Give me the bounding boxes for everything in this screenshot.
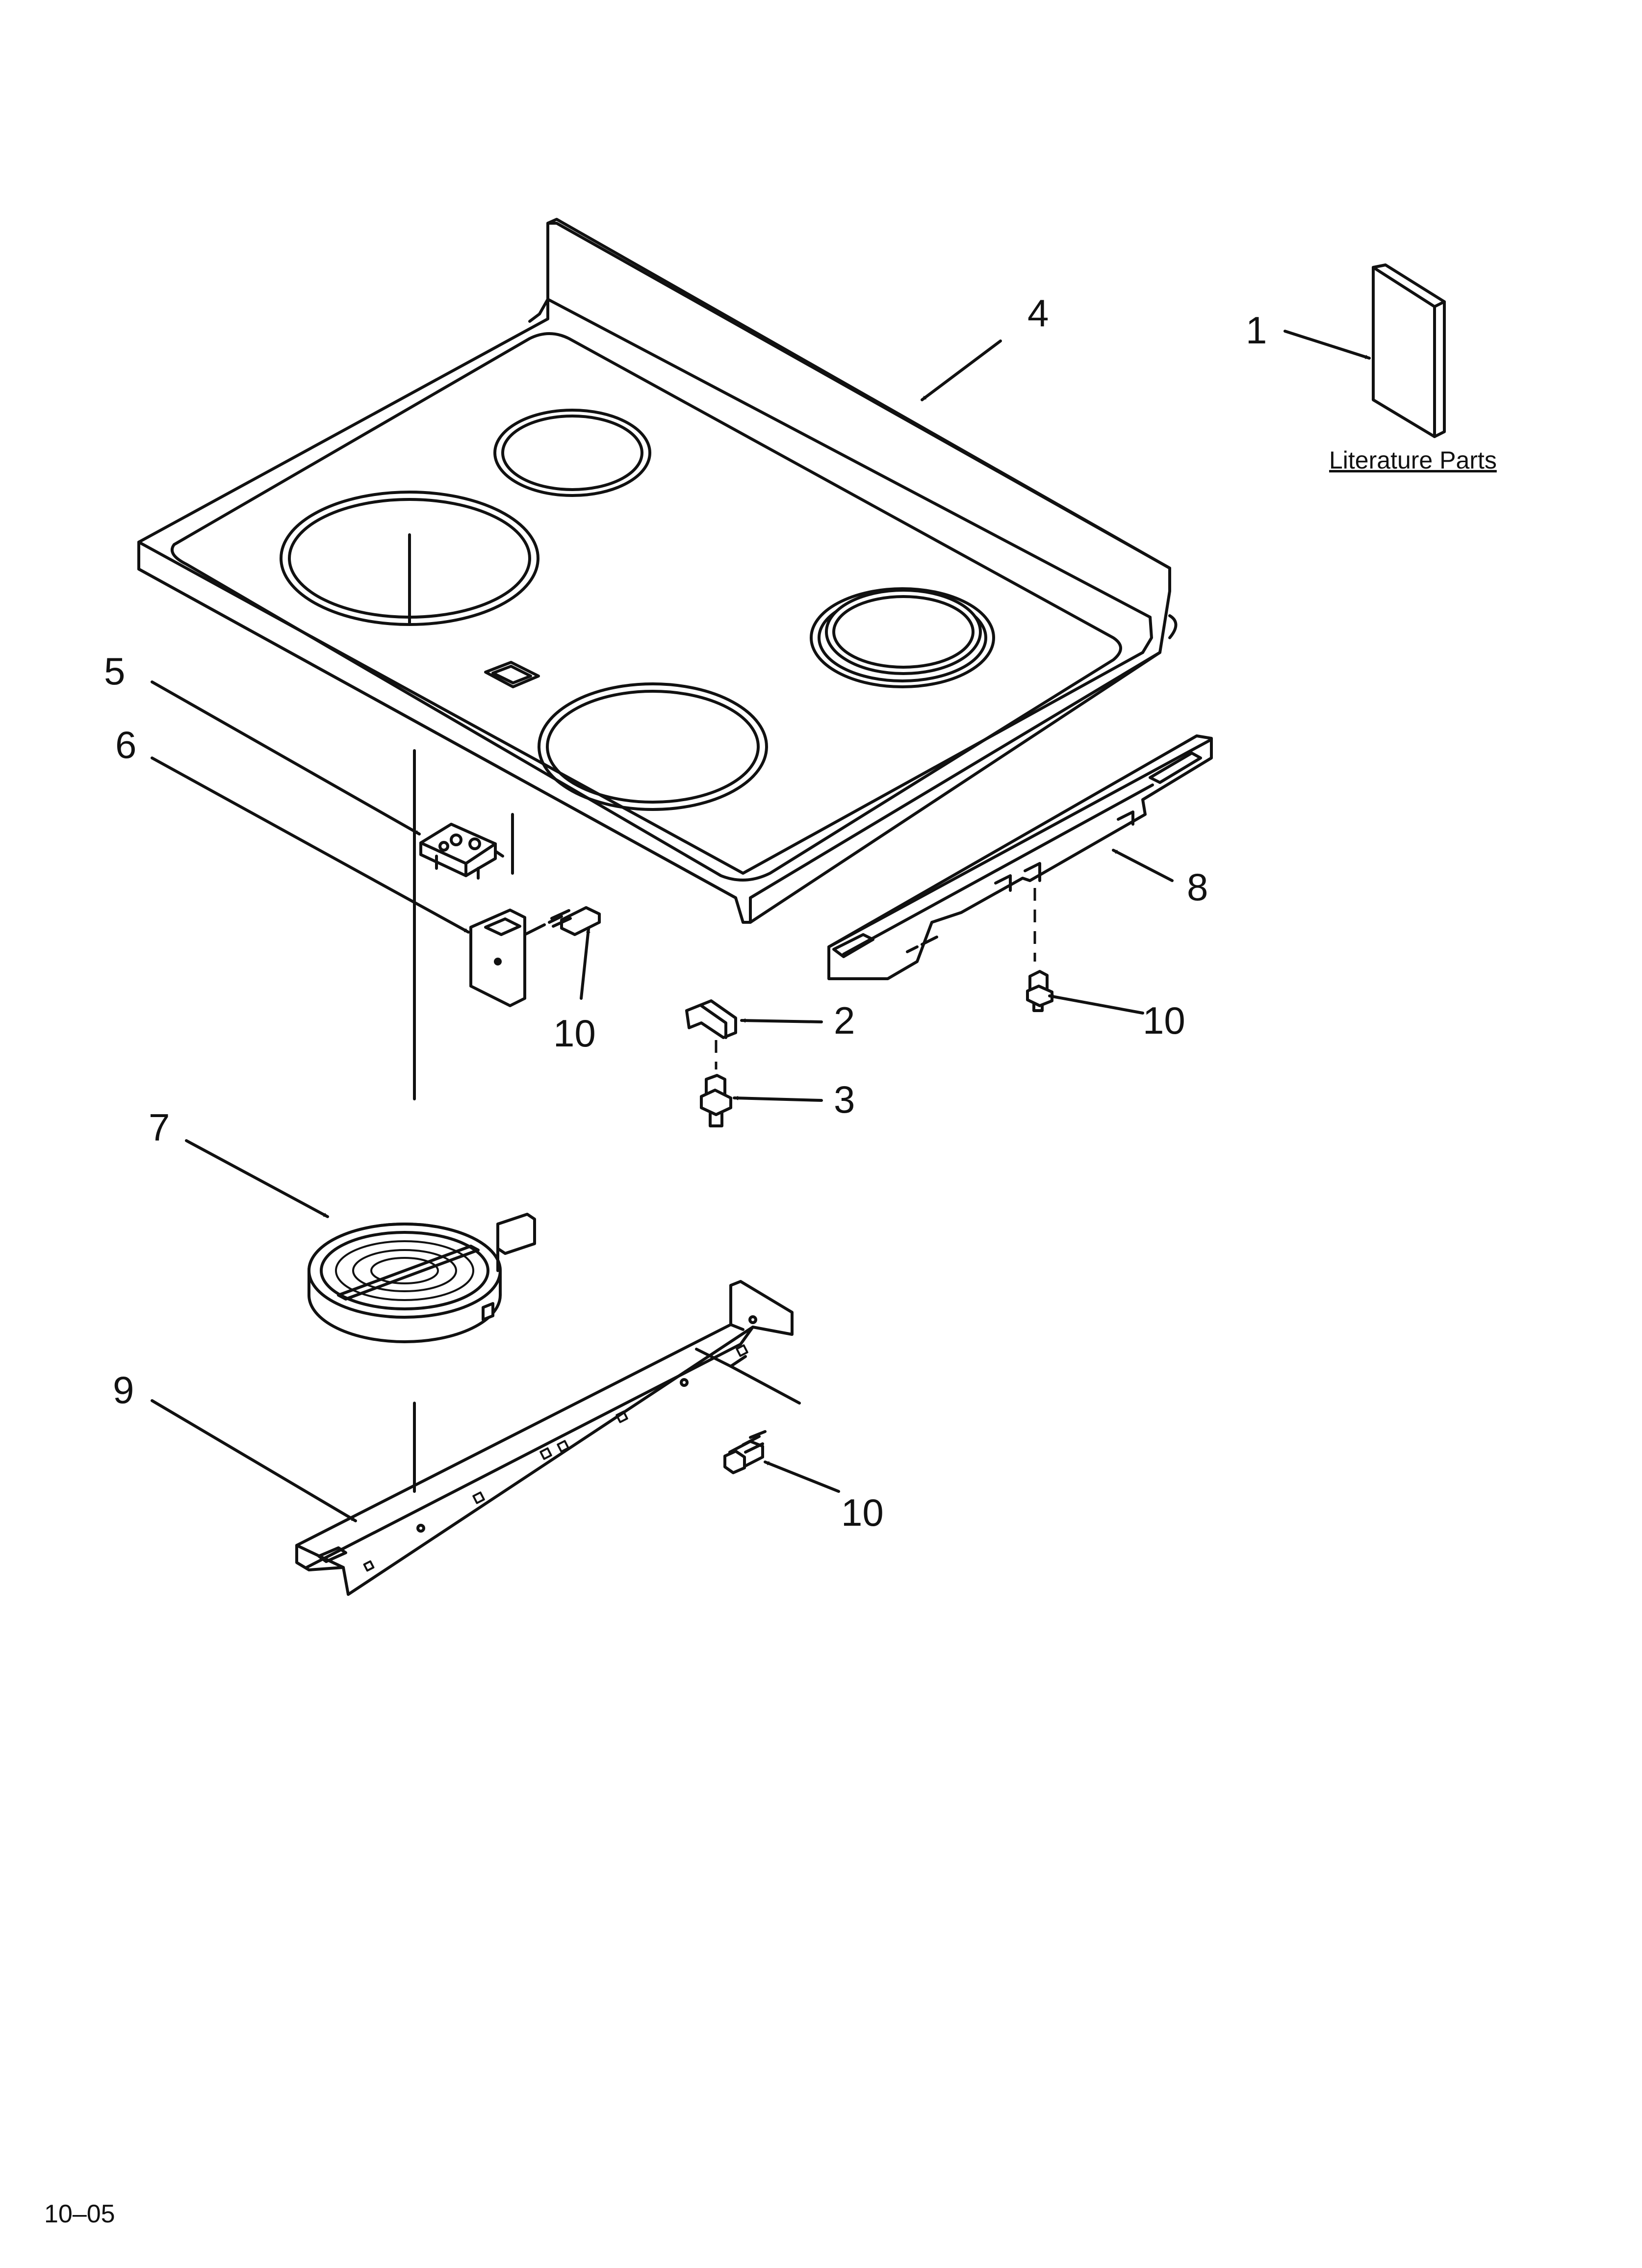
literature-parts-caption: Literature Parts	[1329, 446, 1497, 474]
callout-labels: 1 2 3 4 5 6 7 8 9 10 10 10	[104, 291, 1267, 1534]
footer-code: 10–05	[44, 2200, 115, 2228]
rear-bracket	[827, 734, 1213, 980]
screw-part-3	[700, 1074, 732, 1127]
radiant-element	[308, 1213, 536, 1343]
callout-10-right: 10	[1143, 999, 1185, 1042]
callout-8: 8	[1187, 865, 1208, 909]
callout-5: 5	[104, 650, 125, 693]
callout-1: 1	[1246, 309, 1267, 352]
callout-9: 9	[113, 1368, 134, 1411]
callout-10-lower: 10	[841, 1491, 884, 1534]
switch-bracket	[469, 909, 546, 1007]
clip-part-2	[685, 999, 737, 1039]
callout-6: 6	[115, 723, 136, 766]
guide-lines	[413, 749, 1036, 1493]
terminal-block	[419, 823, 504, 880]
callout-10-upper-left: 10	[553, 1012, 596, 1055]
brace-slots	[363, 1344, 748, 1572]
callout-4: 4	[1027, 291, 1049, 335]
callout-7: 7	[149, 1106, 170, 1149]
burner-right-small	[825, 589, 982, 675]
leader-lines	[151, 330, 1371, 1522]
callout-2: 2	[834, 999, 855, 1042]
indicator-window	[484, 661, 540, 688]
screw-10a	[548, 906, 601, 936]
screw-10b	[1026, 970, 1053, 1012]
screw-10c	[723, 1430, 767, 1474]
cooktop-main-top	[137, 218, 1178, 924]
callout-3: 3	[834, 1078, 855, 1121]
literature-booklet	[1372, 263, 1446, 438]
front-brace	[295, 1280, 801, 1596]
